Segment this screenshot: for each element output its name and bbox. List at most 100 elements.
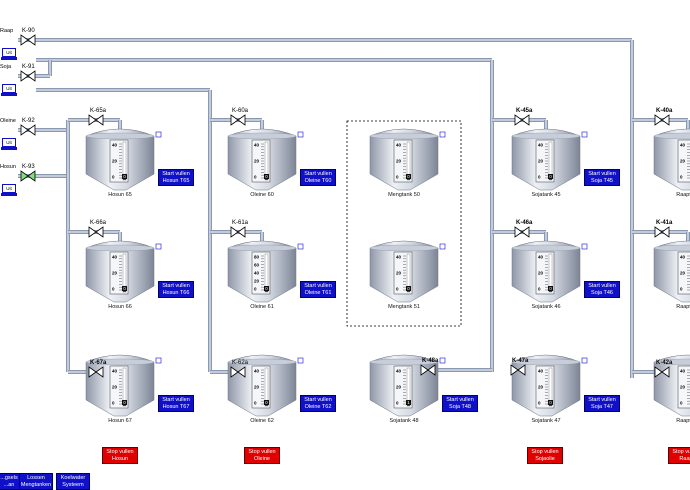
valve-k-41a[interactable]: K-41a (654, 220, 673, 238)
pipe-segment (544, 120, 548, 132)
tank-status-indicator[interactable] (581, 243, 588, 250)
gauge-scale-label: 20 (112, 159, 118, 164)
level-readout-value: 0 (549, 400, 552, 405)
tank-name: Sojatank 48 (389, 418, 418, 424)
level-readout (406, 400, 411, 405)
valve-k-62a[interactable]: K-62a (230, 360, 249, 378)
valve-k-46a[interactable]: K-46a (514, 220, 533, 238)
gauge-scale-label: 40 (396, 143, 402, 148)
tank-status-indicator[interactable] (155, 131, 162, 138)
gauge-scale-label: 0 (112, 401, 115, 406)
valve-k-61a[interactable]: K-61a (230, 220, 249, 238)
valve-label: K-66a (90, 220, 107, 226)
tank-status-indicator[interactable] (297, 357, 304, 364)
tank-rim (85, 358, 155, 366)
valve-k-60a[interactable]: K-60a (230, 108, 249, 126)
gauge-scale-label: 20 (112, 271, 118, 276)
valve-k-65a[interactable]: K-65a (88, 108, 107, 126)
gauge-scale-label: 20 (538, 385, 544, 390)
valve-k-40a[interactable]: K-40a (654, 108, 673, 126)
supply-off-button[interactable]: Uit (2, 84, 16, 93)
tank-status-indicator[interactable] (439, 131, 446, 138)
tank-raaptank: 40200Raaptank (653, 128, 690, 198)
gauge-scale-label: 20 (538, 271, 544, 276)
pipe-segment (118, 120, 122, 132)
gauge-scale-label: 0 (680, 401, 683, 406)
valve-k-67a[interactable]: K-67a (88, 360, 107, 378)
valve-k-45a[interactable]: K-45a (514, 108, 533, 126)
gauge-scale-label: 40 (680, 369, 686, 374)
soja-header-pipe (490, 60, 494, 372)
tank-name: Raaptank (676, 304, 690, 310)
level-readout-value: 0 (265, 174, 268, 179)
valve-label: K-67a (90, 360, 107, 366)
gauge-scale-label: 40 (538, 369, 544, 374)
gauge-scale-label: 20 (396, 385, 402, 390)
valve-k-93[interactable]: K-93 (20, 164, 36, 182)
tank-status-indicator[interactable] (155, 357, 162, 364)
valve-k-66a[interactable]: K-66a (88, 220, 107, 238)
supply-off-button[interactable]: Uit (2, 48, 16, 57)
tank-status-indicator[interactable] (155, 243, 162, 250)
tank-status-indicator[interactable] (439, 243, 446, 250)
gauge-scale-label: 0 (254, 287, 257, 292)
tank-status-indicator[interactable] (439, 357, 446, 364)
raap-supply-pipe (36, 38, 632, 42)
supply-off-button[interactable]: Uit (2, 138, 16, 147)
valve-k-47a[interactable]: K-47a (510, 358, 529, 376)
gauge-scale-label: 60 (254, 263, 260, 268)
level-readout-value: 0 (123, 400, 126, 405)
valve-label: K-62a (232, 360, 249, 366)
gauge-scale-label: 80 (254, 255, 260, 260)
valve-k-92[interactable]: K-92 (20, 118, 36, 136)
gauge-scale-label: 0 (396, 287, 399, 292)
tank-rim (511, 244, 581, 252)
valve-k-90[interactable]: K-90 (20, 28, 36, 46)
pipe-segment (544, 232, 548, 244)
tank-status-indicator[interactable] (581, 131, 588, 138)
tank-rim (227, 358, 297, 366)
tank-status-indicator[interactable] (297, 243, 304, 250)
supply-off-button-base (1, 193, 17, 196)
valve-label: K-60a (232, 108, 249, 114)
tank-status-indicator[interactable] (297, 131, 304, 138)
hosun-header-pipe (66, 120, 70, 372)
level-readout (122, 286, 127, 291)
valve-k-48a[interactable]: K-48a (420, 358, 439, 376)
supply-off-button[interactable]: Uit (2, 184, 16, 193)
valve-k-42a[interactable]: K-42a (654, 360, 673, 378)
stop-fill-button[interactable]: Stop vullenRaap (668, 447, 690, 464)
tank-name: Raaptank (676, 418, 690, 424)
level-readout (548, 174, 553, 179)
tank-status-indicator[interactable] (581, 357, 588, 364)
gauge-scale-label: 20 (396, 159, 402, 164)
gauge-scale-label: 0 (112, 287, 115, 292)
gauge-scale-label: 20 (254, 279, 260, 284)
level-readout (548, 400, 553, 405)
valve-label: K-42a (656, 360, 673, 366)
valve-k-91[interactable]: K-91 (20, 64, 36, 82)
